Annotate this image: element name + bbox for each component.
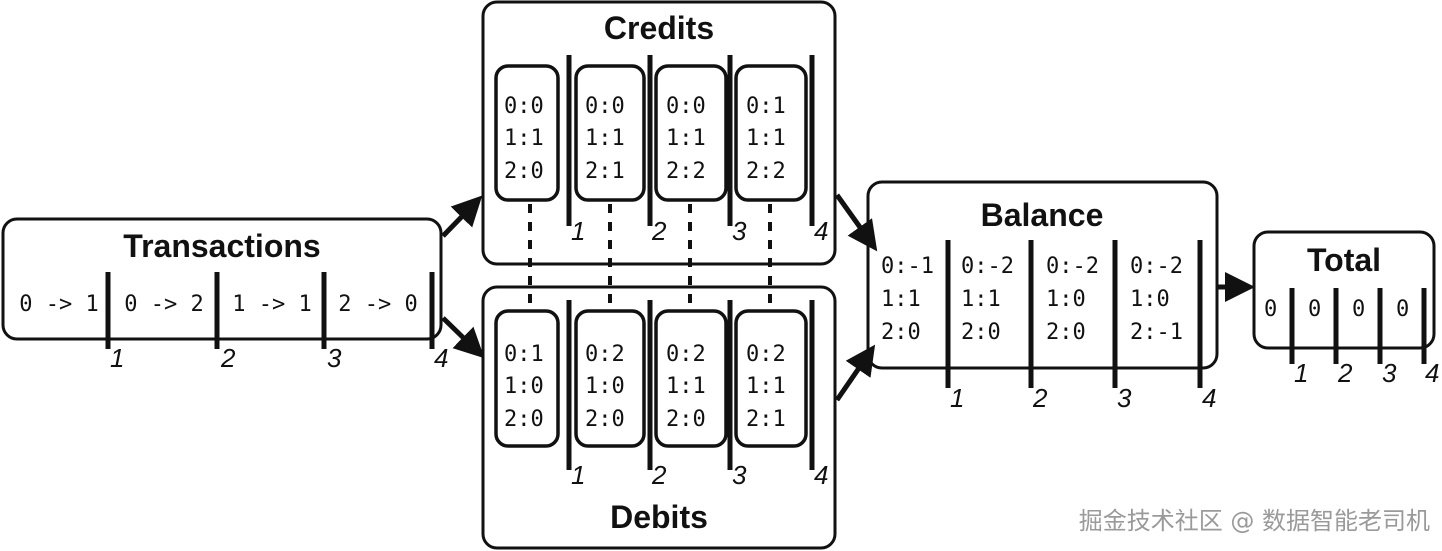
offset-label: 1 xyxy=(110,343,124,373)
debits-value: 0:1 xyxy=(504,342,544,367)
offset-label: 4 xyxy=(434,343,448,373)
credits-value: 0:1 xyxy=(746,94,786,119)
credits-title: Credits xyxy=(604,10,714,46)
credits-value: 0:0 xyxy=(585,94,625,119)
offset-label: 4 xyxy=(1425,358,1439,388)
offset-label: 4 xyxy=(814,216,828,246)
debits-value: 1:1 xyxy=(666,374,706,399)
transactions-node: Transactions 0 -> 1 0 -> 2 1 -> 1 2 -> 0… xyxy=(1,217,448,373)
debits-value: 2:1 xyxy=(746,407,786,432)
watermark-text: 掘金技术社区 @ 数据智能老司机 xyxy=(1079,507,1430,535)
credits-value: 1:1 xyxy=(504,126,544,151)
credits-cell xyxy=(734,64,808,202)
balance-value: 1:0 xyxy=(1046,287,1086,312)
total-value: 0 xyxy=(1264,297,1277,322)
offset-label: 1 xyxy=(571,460,585,490)
arrow-credits-to-balance xyxy=(834,193,878,252)
credits-value: 2:2 xyxy=(746,159,786,184)
balance-value: 2:-1 xyxy=(1130,320,1183,345)
flow-arrows xyxy=(441,193,1256,402)
debits-cell xyxy=(574,309,646,448)
total-value: 0 xyxy=(1308,297,1321,322)
total-value: 0 xyxy=(1352,297,1365,322)
total-node: Total 0 0 0 0 1 2 3 4 xyxy=(1252,230,1439,388)
transactions-box xyxy=(1,217,443,341)
arrow-debits-to-balance xyxy=(834,344,876,402)
debits-value: 2:0 xyxy=(504,407,544,432)
arrow-transactions-to-debits xyxy=(441,316,485,359)
debits-node: Debits 0:1 1:0 2:0 0:2 1:0 2:0 0:2 1:1 2… xyxy=(481,285,837,550)
debits-cell xyxy=(734,309,808,448)
credits-value: 0:0 xyxy=(504,94,544,119)
debits-value: 1:1 xyxy=(746,374,786,399)
debits-value: 0:2 xyxy=(746,342,786,367)
transaction-entry: 0 -> 1 xyxy=(19,292,98,317)
credits-value: 2:0 xyxy=(504,159,544,184)
balance-value: 0:-2 xyxy=(1046,254,1099,279)
arrow-transactions-to-credits xyxy=(441,195,483,238)
offset-label: 3 xyxy=(327,343,342,373)
balance-value: 0:-1 xyxy=(881,254,934,279)
offset-label: 1 xyxy=(571,216,585,246)
transaction-entry: 2 -> 0 xyxy=(338,292,417,317)
credits-node: Credits 0:0 1:1 2:0 0:0 1:1 2:1 0:0 1:1 … xyxy=(481,0,837,266)
debits-value: 0:2 xyxy=(585,342,625,367)
offset-label: 2 xyxy=(1337,358,1353,388)
offset-label: 2 xyxy=(220,343,236,373)
transaction-entry: 0 -> 2 xyxy=(124,292,203,317)
offset-label: 3 xyxy=(1117,383,1132,413)
offset-label: 4 xyxy=(1202,383,1216,413)
debits-value: 2:0 xyxy=(666,407,706,432)
balance-value: 0:-2 xyxy=(1130,254,1183,279)
balance-box xyxy=(866,180,1219,370)
credits-cell xyxy=(654,64,728,202)
offset-label: 1 xyxy=(950,383,964,413)
transaction-entry: 1 -> 1 xyxy=(232,292,311,317)
debits-value: 1:0 xyxy=(585,374,625,399)
credits-value: 0:0 xyxy=(666,94,706,119)
credits-value: 2:2 xyxy=(666,159,706,184)
debits-cell xyxy=(654,309,728,448)
credits-value: 1:1 xyxy=(666,126,706,151)
balance-value: 2:0 xyxy=(1046,320,1086,345)
balance-value: 1:1 xyxy=(881,287,921,312)
debits-cell xyxy=(494,309,560,448)
offset-label: 4 xyxy=(814,460,828,490)
offset-label: 3 xyxy=(1382,358,1397,388)
credits-cell xyxy=(574,64,646,202)
balance-title: Balance xyxy=(981,197,1104,233)
offset-label: 2 xyxy=(1032,383,1048,413)
debits-value: 2:0 xyxy=(585,407,625,432)
debits-value: 1:0 xyxy=(504,374,544,399)
transactions-title: Transactions xyxy=(123,228,320,264)
balance-value: 2:0 xyxy=(961,320,1001,345)
total-value: 0 xyxy=(1396,297,1409,322)
credits-value: 1:1 xyxy=(585,126,625,151)
offset-label: 2 xyxy=(651,460,667,490)
balance-value: 2:0 xyxy=(881,320,921,345)
debits-value: 0:2 xyxy=(666,342,706,367)
balance-value: 1:0 xyxy=(1130,287,1170,312)
total-title: Total xyxy=(1307,242,1381,278)
balance-node: Balance 0:-1 1:1 2:0 0:-2 1:1 2:0 0:-2 1… xyxy=(866,180,1219,413)
offset-label: 2 xyxy=(651,216,667,246)
offset-label: 3 xyxy=(732,460,747,490)
balance-value: 0:-2 xyxy=(961,254,1014,279)
debits-title: Debits xyxy=(610,499,708,535)
credits-cell xyxy=(494,64,560,202)
offset-label: 3 xyxy=(732,216,747,246)
credits-value: 2:1 xyxy=(585,159,625,184)
credits-value: 1:1 xyxy=(746,126,786,151)
balance-value: 1:1 xyxy=(961,287,1001,312)
offset-label: 1 xyxy=(1294,358,1308,388)
